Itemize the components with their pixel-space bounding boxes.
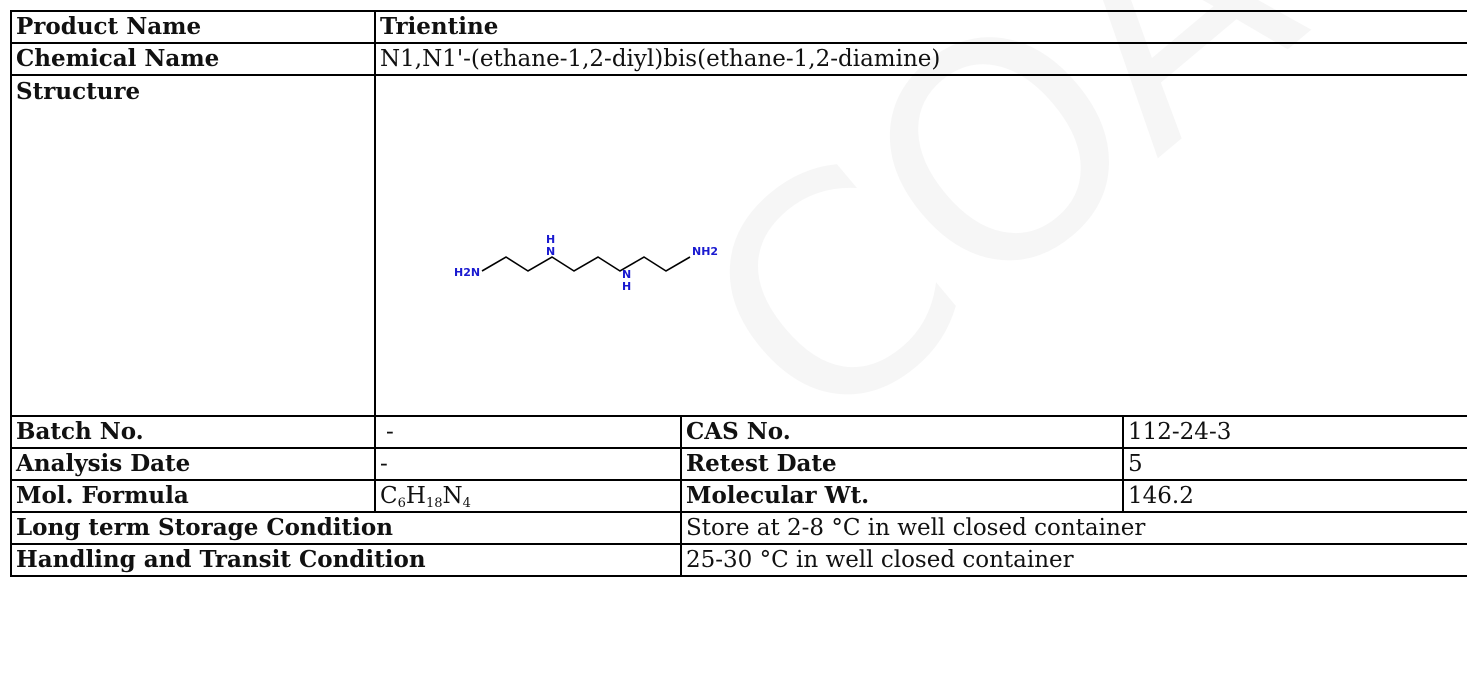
- molecular-wt-value: 146.2: [1121, 479, 1467, 513]
- formula-c-count: 6: [397, 496, 406, 511]
- storage-value: Store at 2-8 °C in well closed container: [679, 511, 1467, 545]
- atom-n2: N: [622, 268, 631, 281]
- structure-label: Structure: [10, 74, 376, 417]
- mol-formula-value: C6H18N4: [374, 479, 682, 513]
- atom-n1: N: [546, 245, 555, 258]
- atom-n1-h: H: [546, 233, 555, 246]
- row-structure: Structure H2N H N N H NH2: [10, 74, 1467, 417]
- coa-sheet: Product Name Trientine Chemical Name N1,…: [10, 10, 1467, 577]
- batch-no-label: Batch No.: [10, 415, 376, 449]
- analysis-date-value: -: [374, 447, 682, 481]
- product-info-table: Product Name Trientine Chemical Name N1,…: [10, 10, 1467, 577]
- row-batch-cas: Batch No. - CAS No. 112-24-3: [10, 415, 1467, 449]
- bond-chain: [481, 256, 691, 272]
- row-storage: Long term Storage Condition Store at 2-8…: [10, 511, 1467, 545]
- atom-n2-h: H: [622, 280, 631, 293]
- analysis-date-label: Analysis Date: [10, 447, 376, 481]
- structure-cell: H2N H N N H NH2: [373, 74, 1467, 417]
- molecular-wt-label: Molecular Wt.: [680, 479, 1124, 513]
- batch-no-value: -: [374, 415, 682, 449]
- cas-no-label: CAS No.: [680, 415, 1124, 449]
- row-handling: Handling and Transit Condition 25-30 °C …: [10, 543, 1467, 577]
- retest-date-label: Retest Date: [680, 447, 1124, 481]
- atom-h2n: H2N: [454, 266, 480, 279]
- chemical-name-label: Chemical Name: [10, 42, 376, 76]
- chemical-name-value: N1,N1'-(ethane-1,2-diyl)bis(ethane-1,2-d…: [373, 42, 1467, 76]
- formula-n: N: [442, 483, 463, 509]
- product-name-value: Trientine: [373, 10, 1467, 44]
- mol-formula-label: Mol. Formula: [10, 479, 376, 513]
- storage-label: Long term Storage Condition: [10, 511, 682, 545]
- handling-label: Handling and Transit Condition: [10, 543, 682, 577]
- atom-nh2: NH2: [692, 245, 718, 258]
- product-name-label: Product Name: [10, 10, 376, 44]
- formula-n-count: 4: [462, 496, 471, 511]
- formula-c: C: [380, 483, 398, 509]
- row-chemical-name: Chemical Name N1,N1'-(ethane-1,2-diyl)bi…: [10, 42, 1467, 76]
- row-dates: Analysis Date - Retest Date 5: [10, 447, 1467, 481]
- cas-no-value: 112-24-3: [1121, 415, 1467, 449]
- row-product-name: Product Name Trientine: [10, 10, 1467, 44]
- row-formula-weight: Mol. Formula C6H18N4 Molecular Wt. 146.2: [10, 479, 1467, 513]
- formula-h-count: 18: [425, 496, 443, 511]
- retest-date-value: 5: [1121, 447, 1467, 481]
- handling-value: 25-30 °C in well closed container: [679, 543, 1467, 577]
- formula-h: H: [405, 483, 426, 509]
- structure-image: H2N H N N H NH2: [454, 233, 718, 293]
